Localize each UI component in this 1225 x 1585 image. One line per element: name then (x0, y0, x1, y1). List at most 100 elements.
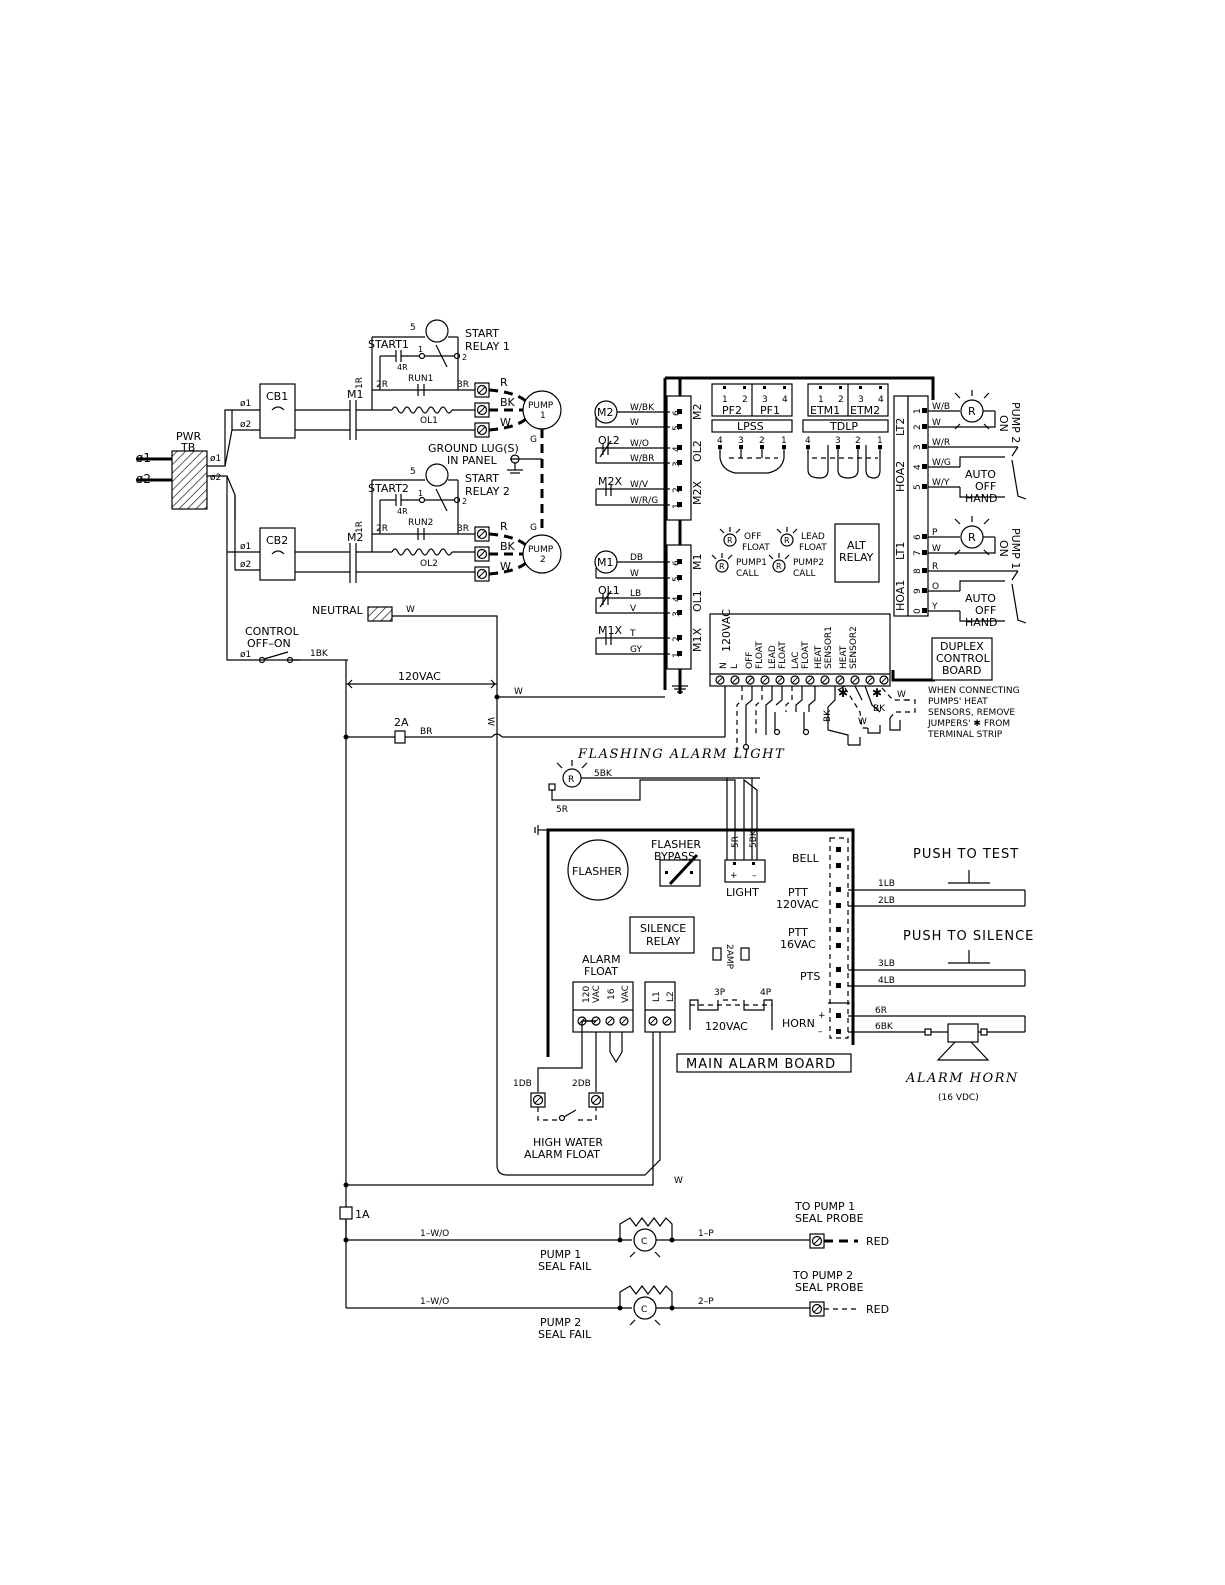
left-terminal-number: 5 (672, 576, 682, 582)
left-terminal-number: 5 (672, 425, 682, 431)
duplex-right-strip (907, 395, 929, 617)
left-terminal-wire: DB (630, 553, 643, 563)
indicator-led (780, 533, 794, 547)
fuse-2amp-label: 2AMP (724, 944, 734, 970)
ground-label-2: IN PANEL (447, 454, 498, 467)
pump2-run-label: RUN2 (408, 518, 433, 528)
af-16: 16 (607, 988, 617, 1000)
ground-lug: GROUND LUG(S) IN PANEL (428, 442, 542, 474)
pump1-contactor-label: M1 (347, 388, 364, 401)
alt-relay-l1: ALT (847, 539, 866, 552)
duplex-title-box (931, 637, 993, 681)
pump2-n2: 2 (462, 497, 467, 506)
duplex-left-strip-lower (666, 544, 692, 670)
left-terminal-number: 4 (672, 446, 682, 452)
bottom-screw-terminal (805, 675, 815, 685)
duplex-left-devices: M2 OL2 M2X M1 OL1 M1X (594, 400, 670, 655)
top-pin (859, 386, 862, 389)
indicator-label-l2: CALL (736, 569, 758, 579)
cb1-label: CB1 (266, 390, 288, 403)
pump2-wire-bk: BK (500, 540, 516, 553)
bell-label: BELL (792, 852, 820, 865)
top-pin-number: 1 (818, 395, 824, 405)
top-pin-number: 2 (742, 395, 748, 405)
bottom-term-label: FLOAT (755, 641, 765, 669)
seal2-red: RED (866, 1303, 889, 1316)
pump2-3r: 3R (457, 524, 469, 534)
top-pin-number: 4 (878, 395, 884, 405)
top-pin (743, 386, 746, 389)
indicator-label-l1: PUMP1 (736, 558, 767, 568)
duplex-bottom-wiring: BK ✱ W BK ✱ W (724, 685, 916, 757)
bottom-term-label: SENSOR2 (849, 626, 859, 669)
lpss-pin-number: 2 (759, 436, 765, 446)
right-terminal-pin (922, 608, 927, 613)
tb-phase1-out: ø1 (210, 454, 221, 464)
high-water-l2: ALARM FLOAT (524, 1148, 600, 1161)
pump1-wire-r: R (500, 376, 508, 389)
pump2-lamp-r: R (968, 405, 976, 418)
pump1-4r: 4R (397, 363, 408, 372)
alarm-terminal-pin (836, 927, 841, 932)
seal2-probe-l2: SEAL PROBE (795, 1281, 864, 1294)
bottom-screw-terminal (715, 675, 725, 685)
left-group-label: OL2 (691, 440, 704, 462)
power-terminal-block (171, 450, 208, 510)
duplex-left-terminals: 6W/BK5W4W/O3W/BR2W/V1W/R/G6DB5W4LB3V2T1G… (629, 403, 704, 658)
right-terminal-wire: W/G (932, 458, 951, 468)
light-5r: 5R (731, 836, 741, 848)
ground-label-1: GROUND LUG(S) (428, 442, 519, 455)
left-terminal-wire: W (630, 418, 639, 428)
wire-2db: 2DB (572, 1079, 591, 1089)
right-terminal-number: 8 (913, 568, 923, 574)
top-pin-number: 2 (838, 395, 844, 405)
l1-l2-terminals (644, 981, 676, 1033)
flashing-alarm-light-label: FLASHING ALARM LIGHT (577, 747, 785, 762)
hoa2-switch: AUTO OFF HAND (928, 446, 1027, 505)
pump2-start-relay-l1: START (465, 472, 499, 485)
indicator-label-l2: FLOAT (742, 543, 770, 553)
left-terminal-pin (677, 651, 682, 656)
pump1-on-l2: ON (997, 540, 1010, 557)
right-terminal-number: 2 (913, 424, 923, 430)
lpss-pin-number: 4 (717, 436, 723, 446)
alarm-terminal-pin (836, 1029, 841, 1034)
left-terminal-pin (677, 424, 682, 429)
left-terminal-number: 3 (672, 611, 682, 617)
jumper-mark-1: ✱ (838, 686, 848, 700)
right-terminal-number: 1 (913, 408, 923, 414)
main-alarm-board-title: MAIN ALARM BOARD (686, 1057, 836, 1072)
pump2-n1: 1 (418, 489, 423, 498)
bottom-screw-terminal (790, 675, 800, 685)
duplex-title-l2: CONTROL (936, 652, 991, 665)
fuse-2amp-b (740, 947, 750, 961)
pump1-run-label: RUN1 (408, 374, 433, 384)
right-terminal-pin (922, 550, 927, 555)
top-pin-number: 4 (782, 395, 788, 405)
alarm-float-terminals (572, 981, 634, 1033)
left-terminal-pin (677, 610, 682, 615)
pump1-overload-label: OL1 (420, 416, 438, 426)
pump2-motor-l2: 2 (540, 555, 546, 565)
left-terminal-wire: W/V (630, 480, 649, 490)
pump1-on-lamp: R PUMP 1 ON (928, 516, 1022, 569)
pump1-circuit: M1 OL1 2R RUN1 3R 1R 5 START RELAY 1 STA… (295, 319, 562, 530)
left-terminal-wire: GY (630, 645, 643, 655)
chassis-ground (672, 678, 688, 693)
indicator-led-r: R (719, 562, 725, 571)
top-pin (783, 386, 786, 389)
alarm-terminal-pin (836, 967, 841, 972)
pwr-tb-label-1: PWR (176, 430, 202, 443)
tdlp-pin-number: 2 (855, 436, 861, 446)
pump2-motor (522, 534, 562, 574)
pump2-wire-w: W (500, 560, 511, 573)
heat-sensor1-bk: BK (823, 709, 833, 722)
alarm-return-w: W (674, 1176, 683, 1186)
pump2-on-l1: PUMP 2 (1009, 402, 1022, 443)
lpss-label: LPSS (737, 420, 764, 433)
cb2-label: CB2 (266, 534, 288, 547)
seal1-probe-l1: TO PUMP 1 (794, 1200, 855, 1213)
wire-4lb: 4LB (878, 976, 895, 986)
